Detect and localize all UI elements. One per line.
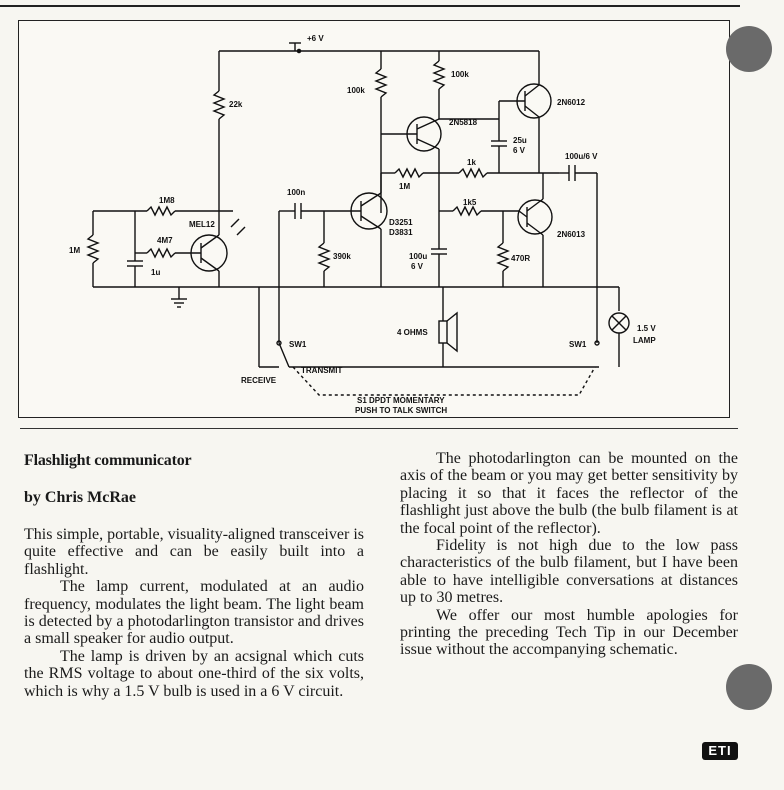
resistor-390k [317, 242, 331, 272]
label-d3831: D3831 [389, 228, 413, 237]
label-mel12: MEL12 [189, 220, 215, 229]
resistor-100k-a [374, 68, 388, 98]
label-25u: 25u [513, 136, 527, 145]
speaker [438, 320, 448, 344]
label-100k-b: 100k [451, 70, 469, 79]
label-100u: 100u [409, 252, 427, 261]
resistor-100k-b [432, 60, 446, 90]
article-right-column: The photodarlington can be mounted on th… [400, 450, 738, 659]
label-1u: 1u [151, 268, 160, 277]
label-lamp: LAMP [633, 336, 656, 345]
label-2n6013: 2N6013 [557, 230, 586, 239]
switch-caption-1: S1 DPDT MOMENTARY [357, 396, 445, 405]
label-sw1-right: SW1 [569, 340, 587, 349]
binder-hole-top [726, 26, 772, 72]
label-1m8: 1M8 [159, 196, 175, 205]
label-lamp-voltage: 1.5 V [637, 324, 656, 333]
label-390k: 390k [333, 252, 351, 261]
sw1-left-contact [276, 340, 282, 346]
article-title: Flashlight communicator [24, 452, 192, 469]
paragraph-left-2: The lamp current, modulated at an audio … [24, 578, 364, 648]
resistor-1k [458, 167, 488, 179]
label-2n5818: 2N5818 [449, 118, 478, 127]
resistor-470r [496, 242, 510, 272]
label-1k5: 1k5 [463, 198, 477, 207]
eti-logo: ETI [702, 742, 738, 760]
sw1-right-contact [594, 340, 600, 346]
label-22k: 22k [229, 100, 243, 109]
label-speaker: 4 OHMS [397, 328, 428, 337]
binder-hole-bottom [726, 664, 772, 710]
article-byline: by Chris McRae [24, 489, 136, 506]
label-4m7: 4M7 [157, 236, 173, 245]
label-sw1-left: SW1 [289, 340, 307, 349]
resistor-22k [212, 90, 226, 120]
paragraph-left-1: This simple, portable, visuality-aligned… [24, 526, 364, 578]
label-100u-voltage: 6 V [411, 262, 424, 271]
paragraph-left-3: The lamp is driven by an acsignal which … [24, 647, 364, 700]
resistor-1m-feedback [394, 167, 424, 179]
label-100n: 100n [287, 188, 305, 197]
paragraph-right-1: The photodarlington can be mounted on th… [400, 450, 738, 537]
supply-label: +6 V [307, 34, 324, 43]
top-rule [0, 5, 740, 7]
transistor-2n6013 [517, 199, 553, 235]
label-470r: 470R [511, 254, 530, 263]
label-100u-6v: 100u/6 V [565, 152, 598, 161]
resistor-4m7 [146, 247, 176, 259]
label-100k-a: 100k [347, 86, 365, 95]
label-25u-voltage: 6 V [513, 146, 526, 155]
label-transmit: TRANSMIT [301, 366, 342, 375]
light-arrow [230, 218, 240, 228]
circuit-schematic: +6 V 22k 100k 100k 2N6012 2N58 [69, 34, 656, 415]
label-2n6012: 2N6012 [557, 98, 586, 107]
switch-linkage [292, 366, 596, 396]
label-d3251: D3251 [389, 218, 413, 227]
paragraph-right-3: We offer our most humble apologies for p… [400, 606, 738, 659]
label-1k: 1k [467, 158, 476, 167]
label-1m-left: 1M [69, 246, 80, 255]
resistor-1m8 [146, 205, 176, 217]
resistor-1k5 [452, 205, 482, 217]
switch-caption-2: PUSH TO TALK SWITCH [355, 406, 447, 415]
label-1m-feedback: 1M [399, 182, 410, 191]
label-receive: RECEIVE [241, 376, 277, 385]
schematic-figure: +6 V 22k 100k 100k 2N6012 2N58 [18, 20, 730, 418]
figure-bottom-rule [20, 428, 738, 429]
article-left-column: Flashlight communicator by Chris McRae T… [24, 452, 364, 700]
paragraph-right-2: Fidelity is not high due to the low pass… [400, 537, 738, 607]
resistor-1m-left [86, 234, 100, 264]
